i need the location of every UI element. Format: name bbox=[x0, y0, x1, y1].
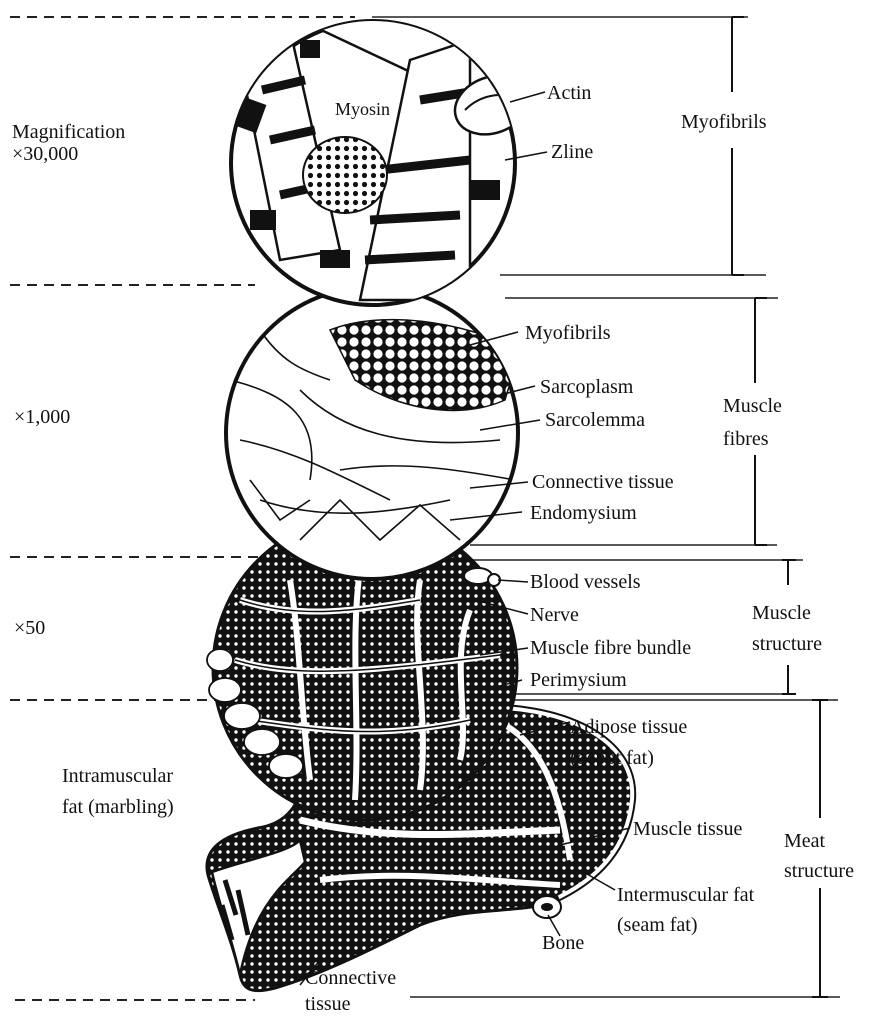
label-zline: Zline bbox=[551, 141, 593, 163]
label-muscle-fibre-bundle: Muscle fibre bundle bbox=[530, 637, 691, 659]
label-connective-tissue-bottom: Connective tissue bbox=[305, 965, 396, 1017]
label-adipose-tissue: Adipose tissue (depot fat) bbox=[570, 712, 687, 774]
label-sarcoplasm: Sarcoplasm bbox=[540, 376, 633, 398]
label-endomysium: Endomysium bbox=[530, 502, 637, 524]
label-myosin: Myosin bbox=[335, 98, 390, 120]
label-nerve: Nerve bbox=[530, 604, 579, 626]
label-intramuscular-fat: Intramuscular fat (marbling) bbox=[62, 761, 174, 823]
myofibril-section bbox=[231, 0, 537, 305]
label-sarcolemma: Sarcolemma bbox=[545, 409, 645, 431]
muscle-fibre-section bbox=[226, 287, 520, 579]
label-blood-vessels: Blood vessels bbox=[530, 571, 641, 593]
bracket-label-muscle-fibres: Muscle fibres bbox=[723, 390, 782, 456]
label-connective-tissue: Connective tissue bbox=[532, 471, 674, 493]
label-myofibrils: Myofibrils bbox=[525, 322, 611, 344]
label-bone: Bone bbox=[542, 932, 584, 954]
bracket-label-myofibrils: Myofibrils bbox=[681, 111, 767, 133]
bracket-label-meat-structure: Meat structure bbox=[784, 826, 854, 886]
magnification-label-50: ×50 bbox=[14, 617, 45, 639]
label-muscle-tissue: Muscle tissue bbox=[633, 818, 742, 840]
label-actin: Actin bbox=[547, 82, 591, 104]
label-intermuscular-fat: Intermuscular fat (seam fat) bbox=[617, 880, 754, 940]
magnification-label-30000: Magnification ×30,000 bbox=[12, 121, 125, 165]
magnification-label-1000: ×1,000 bbox=[14, 406, 70, 428]
label-perimysium: Perimysium bbox=[530, 669, 627, 691]
bracket-label-muscle-structure: Muscle structure bbox=[752, 598, 822, 660]
